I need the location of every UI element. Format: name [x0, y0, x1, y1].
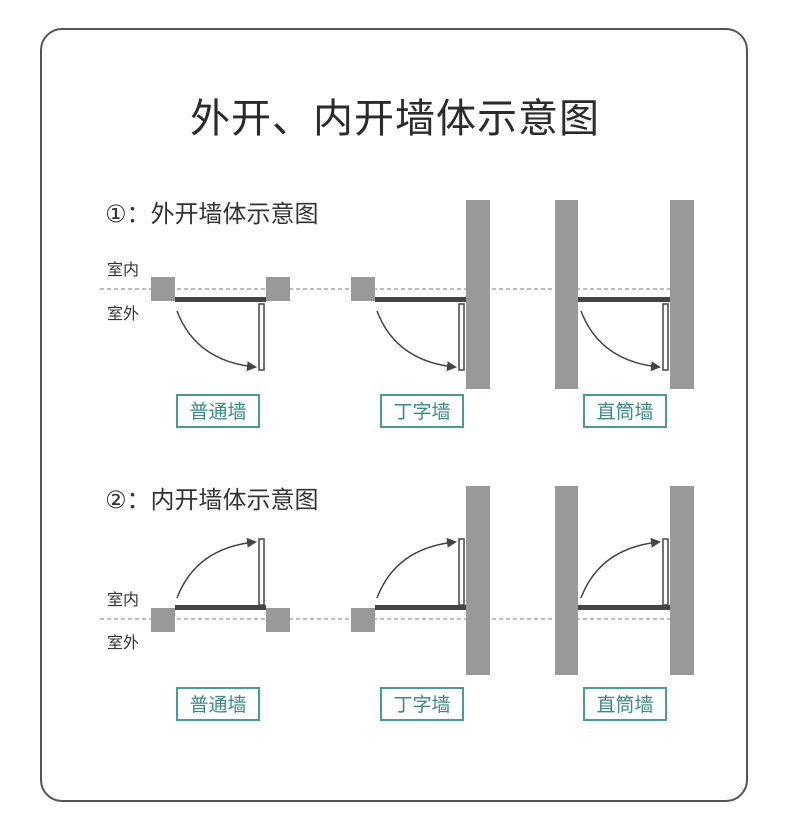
section-2-normal-wall [151, 537, 290, 632]
door-frame [175, 605, 266, 610]
door-frame [175, 297, 266, 302]
wall-block-left [351, 608, 375, 632]
label-text: 直筒墙 [596, 401, 653, 423]
swing-arc [580, 310, 661, 372]
label-text: 丁字墙 [393, 694, 450, 716]
door-leaf [662, 538, 669, 606]
section-2-outdoor-label: 室外 [107, 633, 139, 652]
wall-block-left [151, 608, 175, 632]
section-1-normal-wall [151, 277, 290, 372]
section-1-outdoor-label: 室外 [107, 304, 139, 323]
door-leaf [458, 303, 465, 371]
door-leaf [258, 303, 265, 371]
swing-arc [176, 310, 257, 372]
door-leaf [458, 538, 465, 606]
wall-column-right [670, 486, 694, 675]
door-frame [578, 297, 670, 302]
door-leaf [662, 303, 669, 371]
swing-arc [580, 537, 661, 599]
page-title: 外开、内开墙体示意图 [190, 96, 600, 142]
label-text: 直筒墙 [596, 694, 653, 716]
section-1-label-straight: 直筒墙 [583, 394, 667, 428]
label-text: 普通墙 [189, 401, 246, 423]
swing-arc [176, 537, 257, 599]
swing-arc [376, 310, 457, 372]
wall-column-right [670, 200, 694, 389]
section-1-straight-wall [555, 200, 694, 389]
section-2-indoor-label: 室内 [107, 590, 139, 609]
door-leaf [258, 538, 265, 606]
section-2-heading: ②：内开墙体示意图 [105, 486, 319, 514]
swing-arc [376, 537, 457, 599]
section-1-heading: ①：外开墙体示意图 [105, 200, 319, 228]
section-1-label-t: 丁字墙 [380, 394, 464, 428]
wall-column [466, 486, 490, 675]
section-1-indoor-label: 室内 [107, 260, 139, 279]
section-2-straight-wall [555, 486, 694, 675]
wall-column [466, 200, 490, 389]
wall-block-left [351, 277, 375, 301]
wall-column-left [555, 200, 578, 389]
door-frame [578, 605, 670, 610]
wall-column-left [555, 486, 578, 675]
section-2-t-wall [351, 486, 490, 675]
label-text: 丁字墙 [393, 401, 450, 423]
section-2-label-t: 丁字墙 [380, 687, 464, 721]
wall-block-right [266, 277, 290, 301]
section-1-t-wall [351, 200, 490, 389]
section-2-label-straight: 直筒墙 [583, 687, 667, 721]
section-1-label-normal: 普通墙 [176, 394, 260, 428]
door-frame [375, 605, 466, 610]
label-text: 普通墙 [189, 694, 246, 716]
wall-block-right [266, 608, 290, 632]
door-frame [375, 297, 466, 302]
wall-block-left [151, 277, 175, 301]
section-2-label-normal: 普通墙 [176, 687, 260, 721]
